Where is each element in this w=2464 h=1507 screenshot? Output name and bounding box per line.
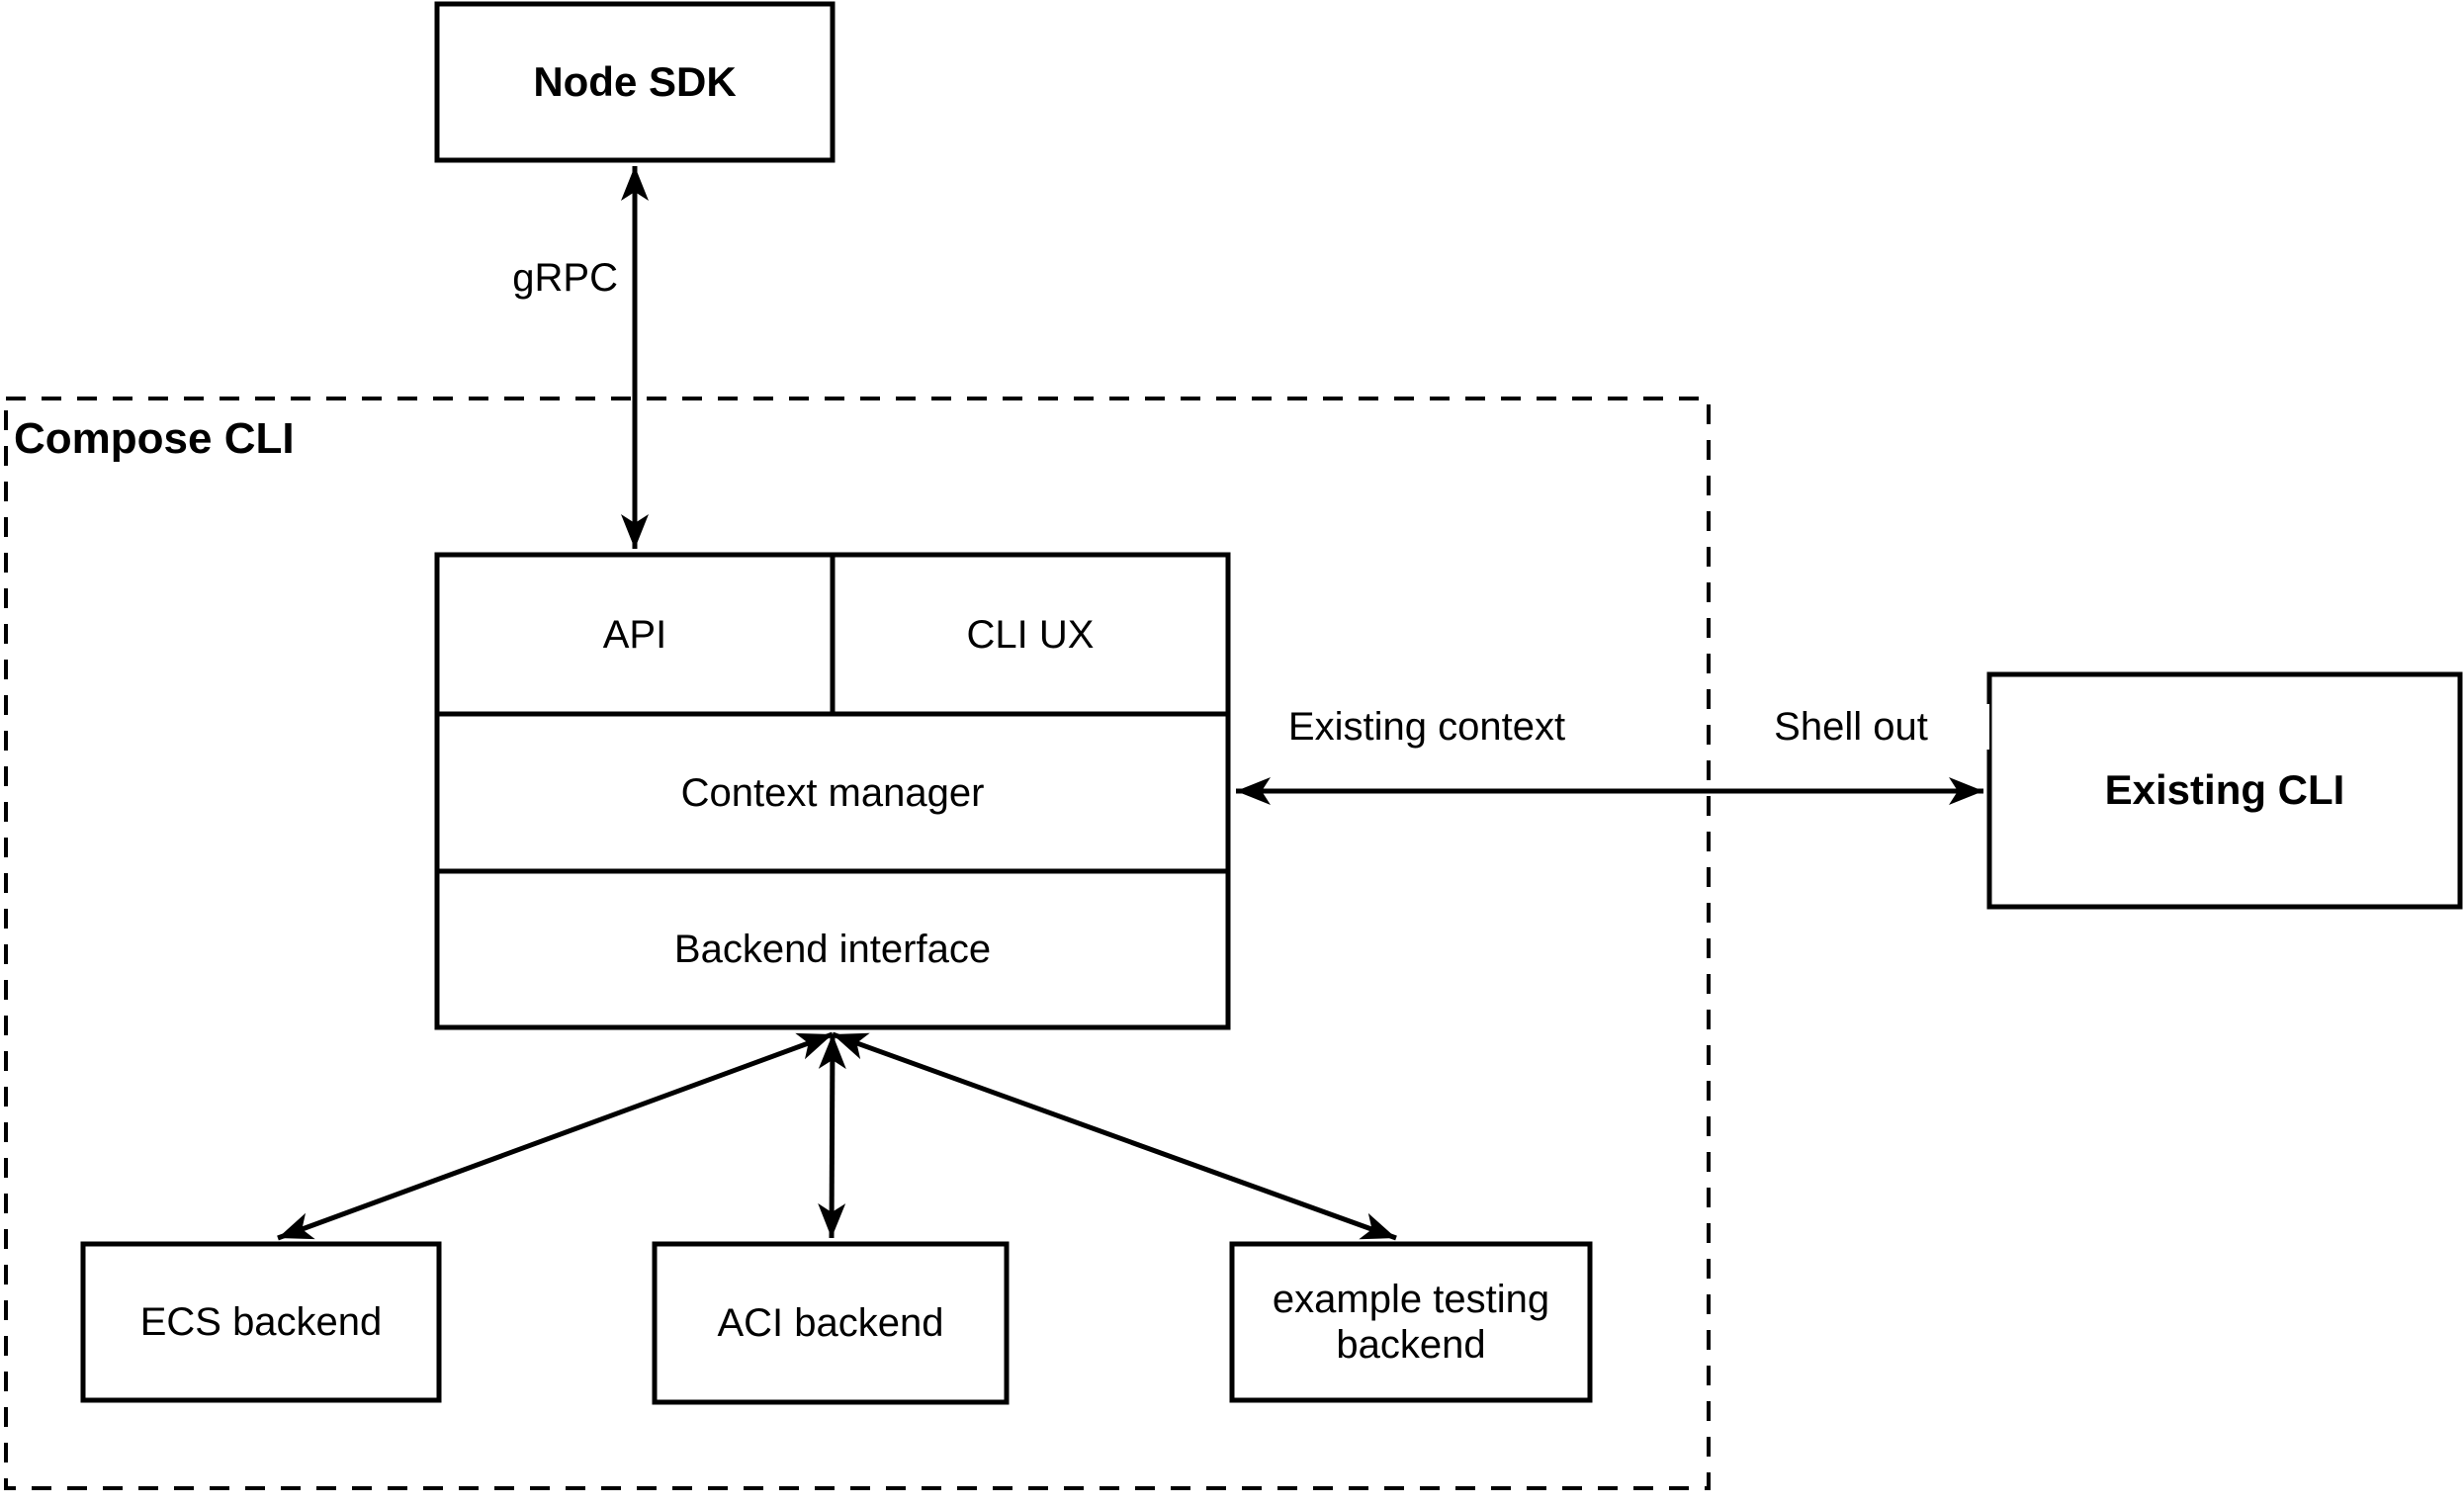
example-testing-backend-box (1229, 1241, 1593, 1403)
ecs-backend-box (80, 1241, 442, 1403)
example-testing-edge (832, 1031, 1397, 1241)
compose-cli-container (4, 397, 1711, 1490)
ecs-edge (277, 1031, 834, 1241)
node-sdk-box (434, 1, 836, 163)
aci-edge (818, 1033, 846, 1239)
aci-backend-box (652, 1241, 1010, 1405)
existing-cli-box (1986, 671, 2463, 910)
